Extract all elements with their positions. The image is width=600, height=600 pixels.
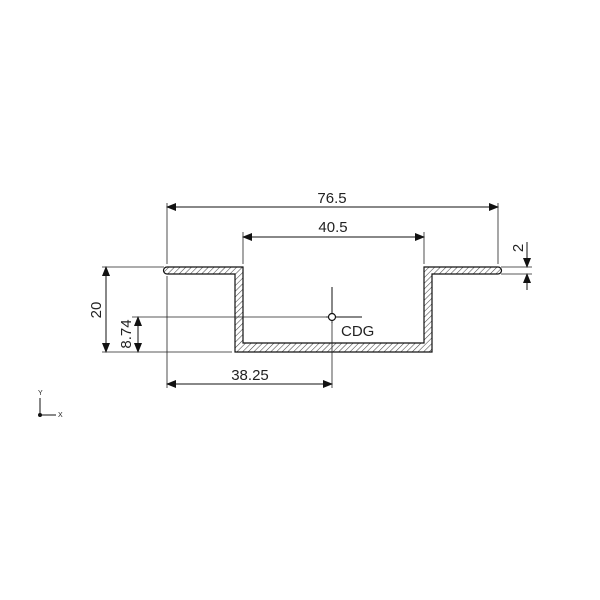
axes-icon <box>38 398 56 417</box>
dimension-overall-width: 76.5 <box>317 190 346 207</box>
centroid-marker <box>326 287 362 323</box>
axis-label-x: X <box>58 412 63 419</box>
centroid-label: CDG <box>341 323 374 340</box>
dimension-height: 20 <box>88 302 105 319</box>
dimension-thickness: 2 <box>510 244 527 252</box>
profile-section <box>162 266 503 353</box>
axis-label-y: Y <box>38 390 43 397</box>
dimension-centroid-offset: 38.25 <box>231 367 269 384</box>
dimension-inner-width: 40.5 <box>318 219 347 236</box>
centroid-circle-icon <box>327 312 337 322</box>
dimension-centroid-height: 8.74 <box>118 319 135 348</box>
